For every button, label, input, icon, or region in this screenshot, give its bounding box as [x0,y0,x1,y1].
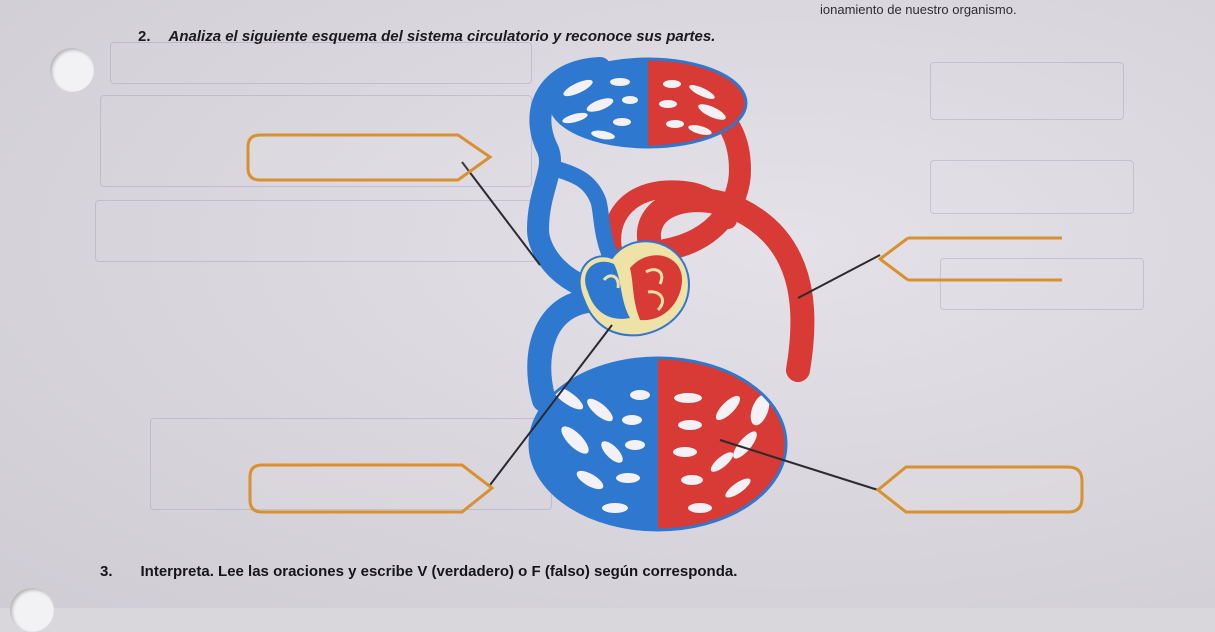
show-through-box [930,160,1134,214]
vena-cava-loop [526,57,631,306]
pointer-line-top-right [797,254,881,299]
show-through-box [940,258,1144,310]
answer-box-bottom-left[interactable] [248,463,495,514]
show-through-box [100,95,532,187]
show-through-box [930,62,1124,120]
question-3-number: 3. [100,563,113,580]
heart [578,240,690,337]
top-note: ionamiento de nuestro organismo. [820,2,1017,17]
lung-outline [548,57,748,149]
answer-box-top-right[interactable] [878,236,1062,282]
question-2: 2. Analiza el siguiente esquema del siste… [138,28,715,45]
question-3-text: Interpreta. Lee las oraciones y escribe … [140,563,738,580]
answer-box-bottom-right[interactable] [875,465,1084,514]
question-2-text: Analiza el siguiente esquema del sistema… [168,28,716,45]
question-3: 3. Interpreta. Lee las oraciones y escrib… [100,563,737,580]
pointer-line-top-left [461,161,541,266]
pulmonary-artery [552,162,620,268]
systemic-vein-left [527,288,612,412]
answer-box-top-left[interactable] [246,133,493,182]
tissue-outline [528,356,788,532]
pointer-line-bottom-left [489,324,613,486]
pointer-line-bottom-right [719,439,879,491]
circulatory-system-diagram [246,57,1084,532]
question-2-number: 2. [138,28,151,45]
binder-hole [50,48,94,92]
show-through-box [110,42,532,84]
